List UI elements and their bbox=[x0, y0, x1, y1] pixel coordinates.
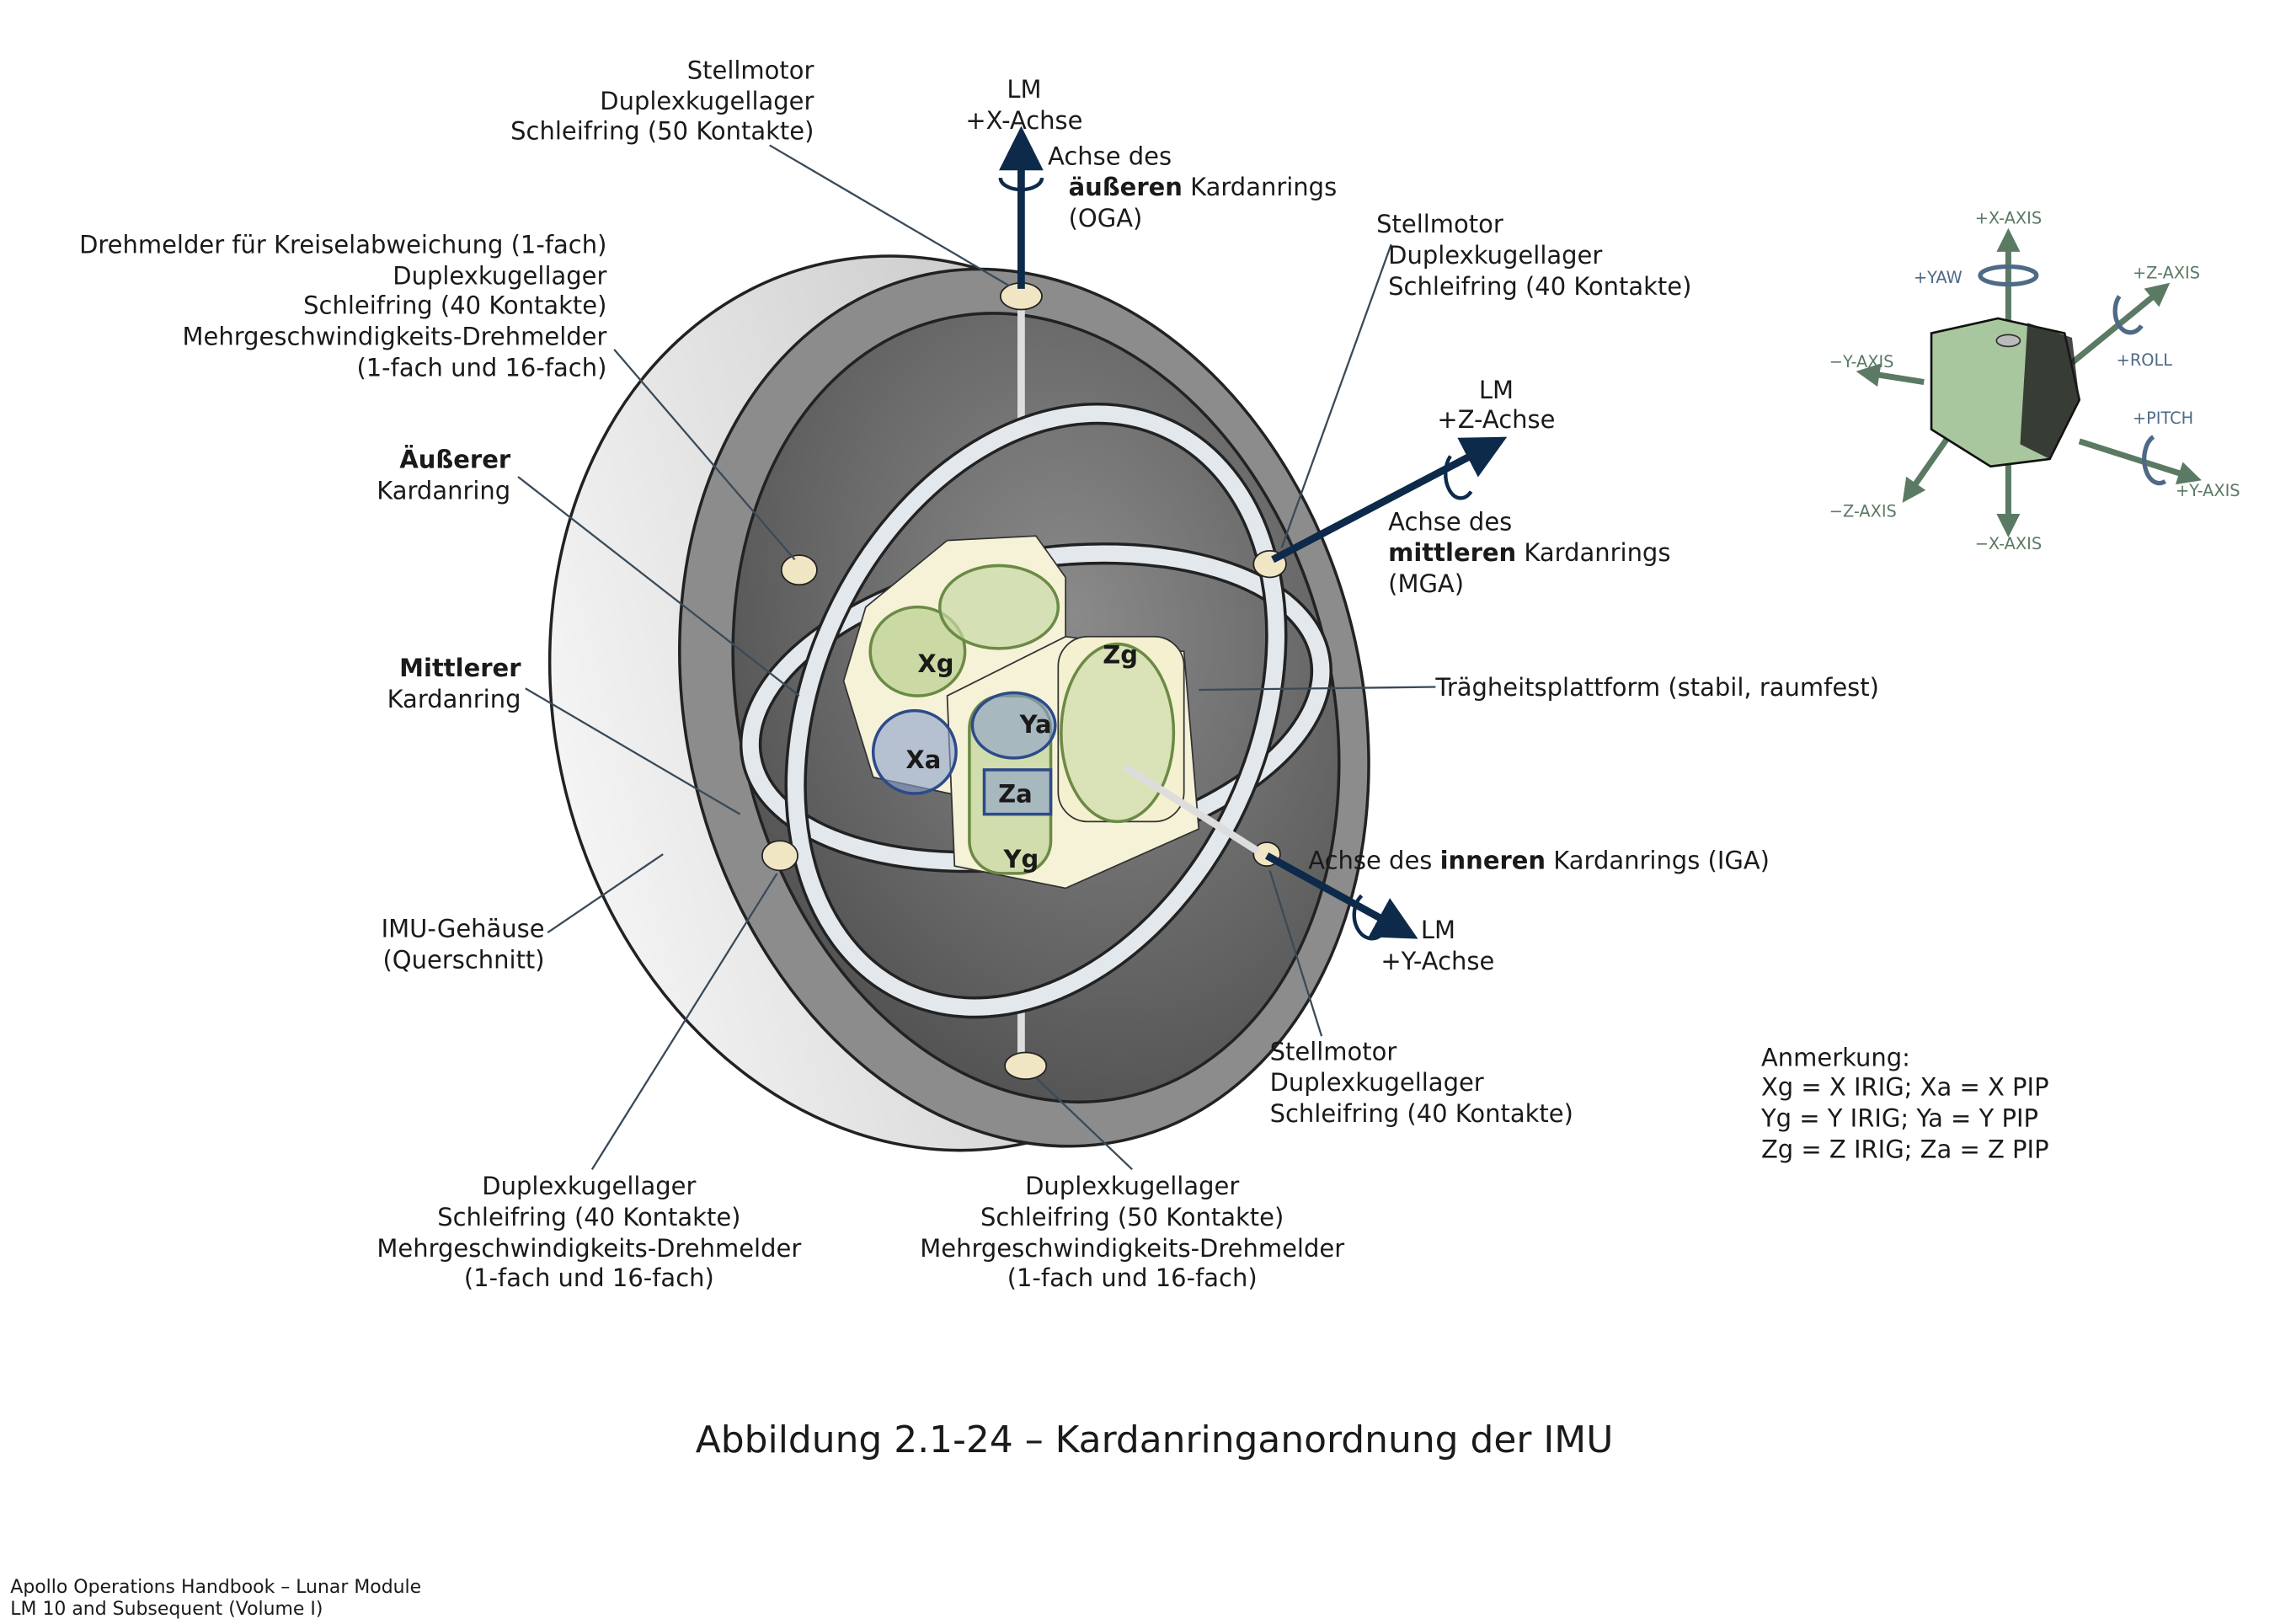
resolver-label-5: (1-fach und 16-fach) bbox=[356, 354, 606, 382]
y-rotation-icon bbox=[1352, 894, 1384, 941]
top-motor-label-2: Duplexkugellager bbox=[600, 87, 814, 115]
bottom-left-label-2: Schleifring (40 Kontakte) bbox=[437, 1203, 740, 1231]
x-rotation-icon bbox=[998, 177, 1044, 192]
top-motor-label-1: Stellmotor bbox=[687, 56, 814, 84]
lm-axis-arrows bbox=[1856, 227, 2202, 538]
z-axis-label-1: LM bbox=[1479, 376, 1514, 404]
mga-label-3: (MGA) bbox=[1388, 569, 1464, 598]
oga-label-2: äußeren Kardanrings bbox=[1069, 173, 1338, 201]
bearing-middle-left bbox=[761, 840, 798, 872]
gyro-yg-label: Yg bbox=[1003, 845, 1039, 873]
middle-gimbal-label: Mittlerer bbox=[399, 654, 521, 682]
bottom-left-label-1: Duplexkugellager bbox=[482, 1172, 696, 1200]
footer-line-1: Apollo Operations Handbook – Lunar Modul… bbox=[10, 1577, 421, 1598]
resolver-label-1: Drehmelder für Kreiselabweichung (1-fach… bbox=[79, 231, 606, 259]
housing-label-2: (Querschnitt) bbox=[383, 945, 545, 974]
pip-za-label: Za bbox=[998, 780, 1033, 809]
leader-lines bbox=[517, 144, 1436, 1171]
gyro-xg-label: Xg bbox=[917, 649, 953, 678]
mga-rest: Kardanrings bbox=[1516, 538, 1670, 567]
z-rotation-icon bbox=[1444, 455, 1473, 500]
lower-right-motor-label-2: Duplexkugellager bbox=[1270, 1068, 1484, 1097]
oga-rest: Kardanrings bbox=[1183, 173, 1337, 201]
inset-mx-axis: −X-AXIS bbox=[1975, 534, 2042, 553]
x-axis-label-2: +X-Achse bbox=[965, 106, 1082, 135]
yaw-rotation-icon bbox=[1978, 264, 2039, 287]
roll-rotation-icon bbox=[2112, 295, 2144, 335]
z-axis-arrow bbox=[1271, 436, 1508, 564]
bottom-mid-label-4: (1-fach und 16-fach) bbox=[1007, 1263, 1258, 1292]
bottom-left-label-3: Mehrgeschwindigkeits-Drehmelder bbox=[376, 1234, 801, 1263]
lower-right-motor-label-1: Stellmotor bbox=[1270, 1037, 1397, 1066]
lm-axes-inset: +X-AXIS +YAW +Z-AXIS −Y-AXIS +ROLL +PITC… bbox=[1829, 209, 2240, 554]
iga-label: Achse des inneren Kardanrings (IGA) bbox=[1308, 847, 1770, 875]
z-axis-label-2: +Z-Achse bbox=[1437, 405, 1555, 434]
inset-roll: +ROLL bbox=[2117, 350, 2173, 370]
inset-pz-axis: +Z-AXIS bbox=[2133, 264, 2200, 283]
right-motor-label-1: Stellmotor bbox=[1376, 210, 1503, 238]
note-title: Anmerkung: bbox=[1761, 1043, 1910, 1071]
iga-rest: Kardanrings (IGA) bbox=[1546, 847, 1770, 875]
middle-gimbal-label-2: Kardanring bbox=[387, 685, 521, 713]
note-line-3: Zg = Z IRIG; Za = Z PIP bbox=[1761, 1135, 2049, 1163]
resolver-label-4: Mehrgeschwindigkeits-Drehmelder bbox=[183, 323, 607, 351]
inset-mz-axis: −Z-AXIS bbox=[1829, 501, 1897, 521]
bearing-outer-left bbox=[780, 554, 818, 586]
housing-label-1: IMU-Gehäuse bbox=[382, 914, 545, 943]
resolver-label-3: Schleifring (40 Kontakte) bbox=[303, 291, 606, 320]
pip-xa-label: Xa bbox=[905, 745, 941, 774]
inset-my-axis: −Y-AXIS bbox=[1829, 352, 1894, 371]
oga-bold: äußeren bbox=[1069, 173, 1183, 201]
mga-label-2: mittleren Kardanrings bbox=[1388, 538, 1670, 567]
bottom-mid-label-2: Schleifring (50 Kontakte) bbox=[980, 1203, 1284, 1231]
oga-label-3: (OGA) bbox=[1069, 204, 1143, 232]
iga-pre: Achse des bbox=[1308, 847, 1439, 875]
figure-caption: Abbildung 2.1-24 – Kardanringanordnung d… bbox=[696, 1418, 1614, 1461]
right-motor-label-3: Schleifring (40 Kontakte) bbox=[1388, 272, 1691, 301]
footer-line-2: LM 10 and Subsequent (Volume I) bbox=[10, 1599, 323, 1620]
y-axis-arrow bbox=[1264, 852, 1418, 939]
note-line-1: Xg = X IRIG; Xa = X PIP bbox=[1761, 1072, 2049, 1101]
inset-yaw: +YAW bbox=[1914, 268, 1963, 287]
right-motor-label-2: Duplexkugellager bbox=[1388, 241, 1602, 270]
y-axis-label-2: +Y-Achse bbox=[1380, 947, 1494, 975]
mga-bold: mittleren bbox=[1388, 538, 1516, 567]
pitch-rotation-icon bbox=[2142, 435, 2167, 486]
note-line-2: Yg = Y IRIG; Ya = Y PIP bbox=[1760, 1103, 2038, 1132]
bottom-mid-label-1: Duplexkugellager bbox=[1025, 1172, 1239, 1200]
inset-px-axis: +X-AXIS bbox=[1975, 209, 2042, 228]
bottom-left-label-4: (1-fach und 16-fach) bbox=[464, 1263, 714, 1292]
gyro-zg-label: Zg bbox=[1103, 640, 1138, 669]
inset-py-axis: +Y-AXIS bbox=[2176, 481, 2240, 500]
top-motor-label-3: Schleifring (50 Kontakte) bbox=[510, 116, 814, 145]
mga-label-1: Achse des bbox=[1388, 507, 1512, 536]
bearing-bottom bbox=[1004, 1051, 1048, 1081]
outer-gimbal-label: Äußerer bbox=[399, 445, 511, 473]
inset-pitch: +PITCH bbox=[2133, 409, 2193, 428]
platform-label: Trägheitsplattform (stabil, raumfest) bbox=[1434, 673, 1879, 702]
pip-ya-label: Ya bbox=[1019, 710, 1052, 739]
y-axis-label-1: LM bbox=[1421, 916, 1455, 944]
x-axis-label-1: LM bbox=[1007, 75, 1041, 104]
outer-gimbal-label-2: Kardanring bbox=[376, 476, 510, 505]
iga-bold: inneren bbox=[1440, 847, 1546, 875]
lower-right-motor-label-3: Schleifring (40 Kontakte) bbox=[1270, 1099, 1573, 1128]
bottom-mid-label-3: Mehrgeschwindigkeits-Drehmelder bbox=[920, 1234, 1344, 1263]
oga-label-1: Achse des bbox=[1048, 142, 1172, 170]
resolver-label-2: Duplexkugellager bbox=[393, 262, 606, 291]
inertial-platform: Xg Xa Ya Za Yg Zg bbox=[842, 535, 1260, 889]
